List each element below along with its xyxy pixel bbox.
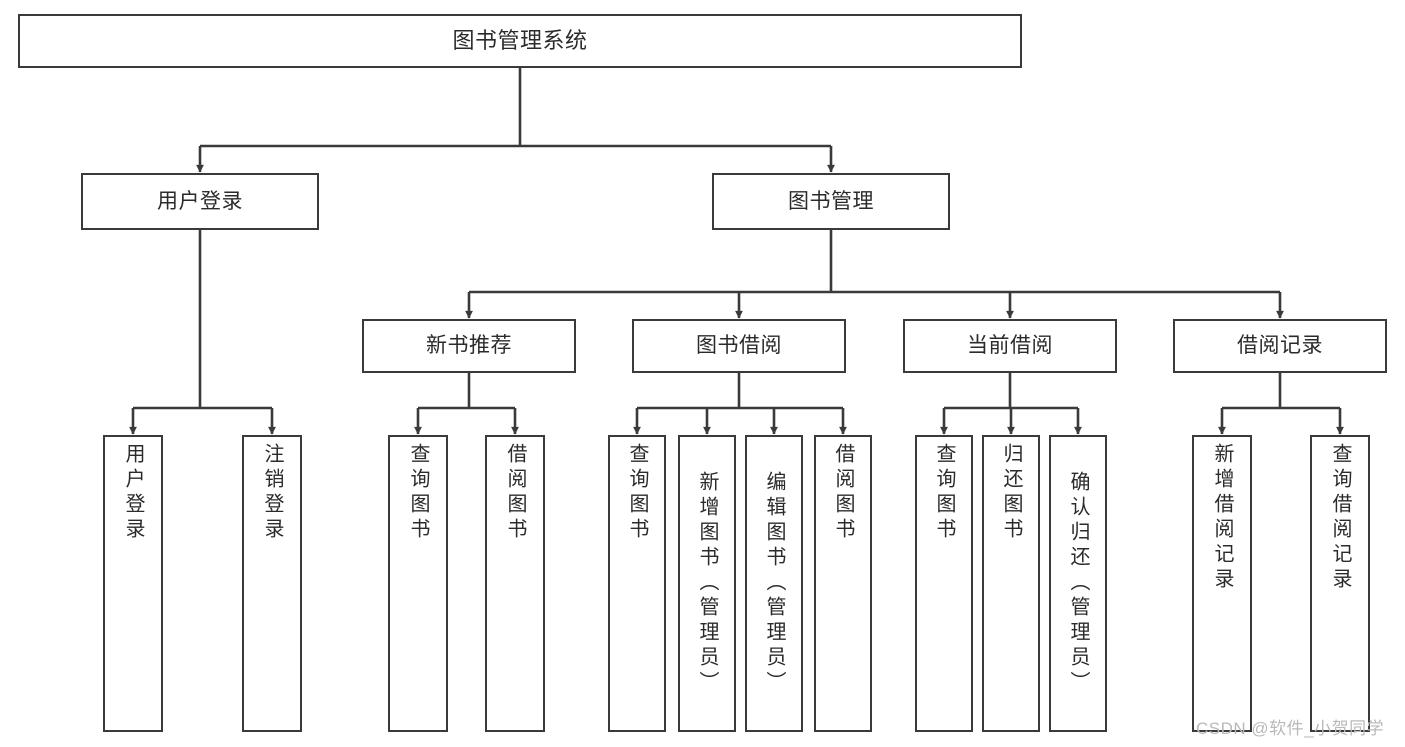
- node-label-l_r_add: 新增借阅记录: [1211, 443, 1233, 593]
- node-current: 当前借阅: [903, 319, 1117, 373]
- node-label-l_nb_borrow: 借阅图书: [504, 443, 526, 543]
- node-l_c_query: 查询图书: [915, 435, 973, 732]
- node-label-l_b_add: 新增图书（管理员）: [696, 471, 718, 696]
- node-l_c_return: 归还图书: [982, 435, 1040, 732]
- node-label-l_c_return: 归还图书: [1000, 443, 1022, 543]
- node-label-borrow: 图书借阅: [696, 334, 782, 358]
- node-l_login: 用户登录: [103, 435, 163, 732]
- node-label-current: 当前借阅: [967, 334, 1053, 358]
- node-l_b_borrow: 借阅图书: [814, 435, 872, 732]
- csdn-watermark: CSDN @软件_小贺同学: [1196, 719, 1385, 738]
- node-l_c_confirm: 确认归还（管理员）: [1049, 435, 1107, 732]
- node-label-l_login: 用户登录: [122, 443, 144, 543]
- node-label-l_c_query: 查询图书: [933, 443, 955, 543]
- node-records: 借阅记录: [1173, 319, 1387, 373]
- node-label-l_logout: 注销登录: [261, 443, 283, 543]
- node-label-l_c_confirm: 确认归还（管理员）: [1067, 471, 1089, 696]
- node-l_nb_borrow: 借阅图书: [485, 435, 545, 732]
- node-label-records: 借阅记录: [1237, 334, 1323, 358]
- node-l_b_edit: 编辑图书（管理员）: [745, 435, 803, 732]
- node-label-bookmgmt: 图书管理: [788, 189, 874, 213]
- node-login: 用户登录: [81, 173, 319, 230]
- node-label-root: 图书管理系统: [452, 28, 588, 54]
- node-l_logout: 注销登录: [242, 435, 302, 732]
- node-l_b_query: 查询图书: [608, 435, 666, 732]
- node-label-l_b_edit: 编辑图书（管理员）: [763, 471, 785, 696]
- node-label-login: 用户登录: [157, 189, 243, 213]
- node-l_r_query: 查询借阅记录: [1310, 435, 1370, 732]
- node-borrow: 图书借阅: [632, 319, 846, 373]
- node-bookmgmt: 图书管理: [712, 173, 950, 230]
- node-l_b_add: 新增图书（管理员）: [678, 435, 736, 732]
- node-label-l_b_borrow: 借阅图书: [832, 443, 854, 543]
- node-label-l_nb_query: 查询图书: [407, 443, 429, 543]
- node-label-newbook: 新书推荐: [426, 334, 512, 358]
- node-l_r_add: 新增借阅记录: [1192, 435, 1252, 732]
- node-root: 图书管理系统: [18, 14, 1022, 68]
- node-label-l_b_query: 查询图书: [626, 443, 648, 543]
- node-newbook: 新书推荐: [362, 319, 576, 373]
- node-l_nb_query: 查询图书: [388, 435, 448, 732]
- node-label-l_r_query: 查询借阅记录: [1329, 443, 1351, 593]
